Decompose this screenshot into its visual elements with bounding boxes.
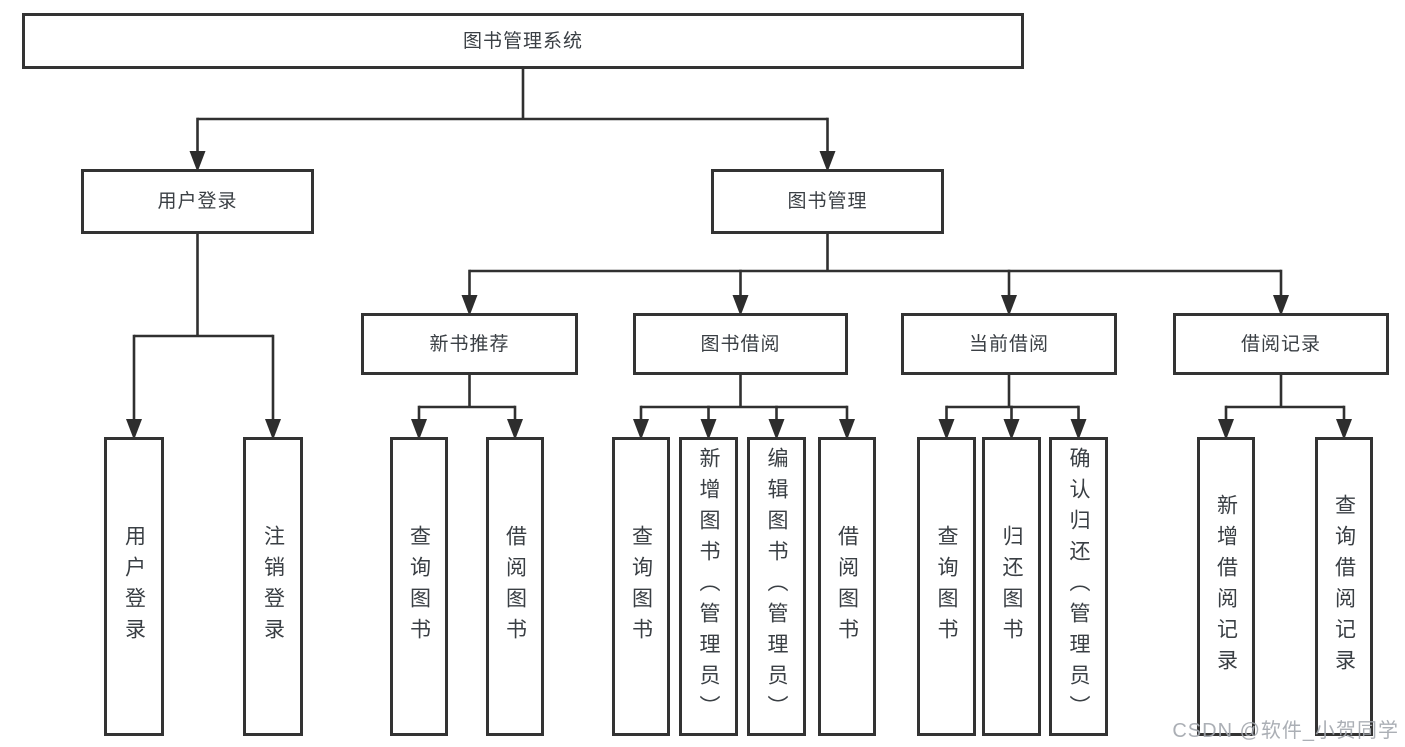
arrowhead-icon <box>839 419 855 440</box>
node-b-edit: 编辑图书（管理员） <box>747 437 806 736</box>
node-c-return: 归还图书 <box>982 437 1041 736</box>
node-current: 当前借阅 <box>901 313 1117 375</box>
arrowhead-icon <box>126 419 142 440</box>
node-c-query: 查询图书 <box>917 437 976 736</box>
node-b-borrow: 借阅图书 <box>818 437 876 736</box>
node-book-mgmt: 图书管理 <box>711 169 944 234</box>
arrowhead-icon <box>189 151 206 172</box>
arrowhead-icon <box>1273 295 1289 316</box>
node-user-login: 用户登录 <box>81 169 314 234</box>
arrowhead-icon <box>461 295 478 316</box>
csdn-watermark: CSDN @软件_小贺同学 <box>1172 720 1399 742</box>
node-nb-query: 查询图书 <box>390 437 448 736</box>
node-new-books: 新书推荐 <box>361 313 578 375</box>
node-borrowing: 图书借阅 <box>633 313 848 375</box>
node-logout: 注销登录 <box>243 437 303 736</box>
node-login: 用户登录 <box>104 437 164 736</box>
node-nb-borrow: 借阅图书 <box>486 437 544 736</box>
node-b-query: 查询图书 <box>612 437 670 736</box>
arrowhead-icon <box>507 419 523 440</box>
arrowhead-icon <box>938 419 955 440</box>
arrowhead-icon <box>411 419 427 440</box>
arrowhead-icon <box>819 151 836 172</box>
node-c-confirm: 确认归还（管理员） <box>1049 437 1108 736</box>
node-r-query: 查询借阅记录 <box>1315 437 1373 736</box>
arrowhead-icon <box>700 419 717 440</box>
arrowhead-icon <box>1070 419 1087 440</box>
arrowhead-icon <box>1001 295 1017 316</box>
arrowhead-icon <box>1003 419 1020 440</box>
arrowhead-icon <box>1218 419 1234 440</box>
node-records: 借阅记录 <box>1173 313 1389 375</box>
arrowhead-icon <box>1336 419 1352 440</box>
node-root: 图书管理系统 <box>22 13 1024 69</box>
arrowhead-icon <box>768 419 785 440</box>
node-r-add: 新增借阅记录 <box>1197 437 1255 736</box>
arrowhead-icon <box>265 419 281 440</box>
node-b-add: 新增图书（管理员） <box>679 437 738 736</box>
arrowhead-icon <box>732 295 749 316</box>
arrowhead-icon <box>633 419 649 440</box>
